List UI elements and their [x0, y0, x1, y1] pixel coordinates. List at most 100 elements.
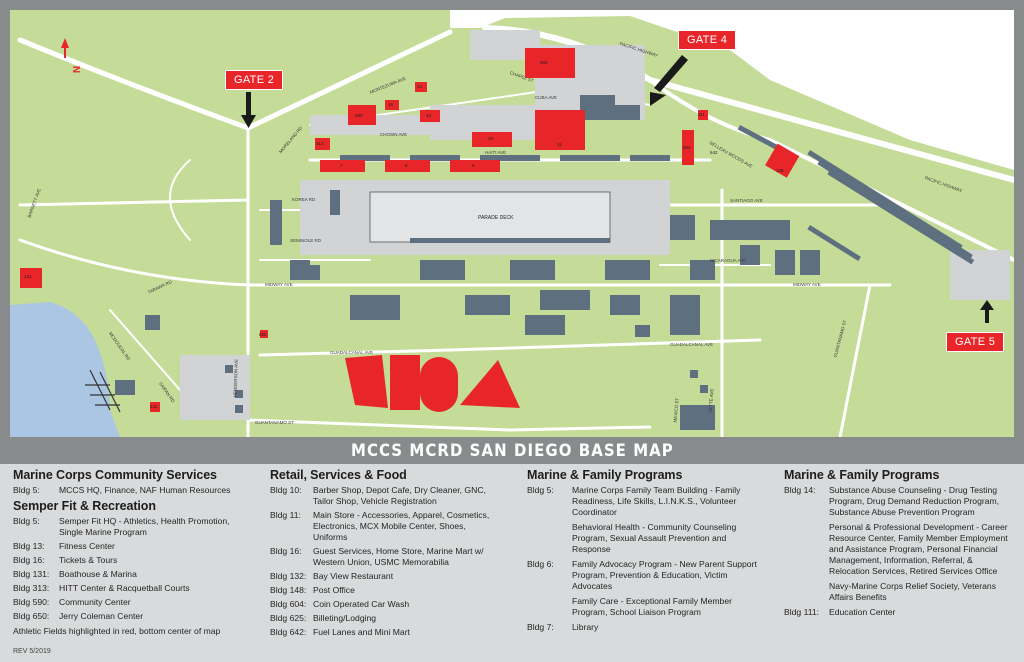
bldg-7: [320, 160, 365, 172]
bldg-desc: Navy-Marine Corps Relief Society, Vetera…: [829, 581, 997, 602]
bldg-desc: Tickets & Tours: [59, 555, 118, 565]
bldg-132: [150, 402, 160, 412]
section-heading-semper-fit: Semper Fit & Recreation: [13, 499, 156, 513]
legend-column-3: Marine & Family Programs Bldg 5:Marine C…: [527, 468, 757, 636]
parade-deck-label: PARADE DECK: [478, 215, 514, 221]
road-korea: KOREA RD: [292, 197, 316, 202]
north-arrow-graphic: [61, 38, 69, 58]
gate-arrows: [241, 55, 994, 323]
bldg-number: Bldg 11:: [270, 510, 301, 520]
legend-row: Bldg 313: HITT Center & Racquetball Court…: [13, 583, 253, 594]
bldg-label-131: 131: [24, 274, 32, 279]
bldg-desc: Barber Shop, Depot Cafe, Dry Cleaner, GN…: [313, 485, 486, 506]
bldg-desc: Education Center: [829, 607, 896, 617]
bldg-number: Bldg 16:: [270, 546, 302, 556]
road-cuba: CUBA AVE: [535, 95, 557, 100]
bldg-desc: HITT Center & Racquetball Courts: [59, 583, 190, 593]
legend-row: Bldg 132: Bay View Restaurant: [270, 571, 500, 582]
bldg-number: Bldg 625:: [270, 613, 307, 623]
section-heading-family-programs: Marine & Family Programs: [527, 468, 683, 482]
bldg-desc: Coin Operated Car Wash: [313, 599, 410, 609]
parade-deck: [369, 191, 611, 243]
bldg-number: Bldg 5:: [13, 516, 40, 526]
bldg-number: Bldg 14:: [784, 485, 816, 495]
road-seminole: SEMINOLE RD: [290, 238, 322, 243]
bldg-number: Bldg 604:: [270, 599, 307, 609]
road-guadalcanal: GUADALCANAL AVE: [330, 350, 374, 355]
bldg-number: Bldg 5:: [527, 485, 554, 495]
legend-row: Behavioral Health - Community Counseling…: [527, 522, 757, 555]
bldg-desc: Community Center: [59, 597, 131, 607]
road-guadalcanal-2: GUADALCANAL AVE: [670, 342, 714, 347]
bldg-label-590: 590: [355, 113, 363, 118]
legend-column-4: Marine & Family Programs Bldg 14:Substan…: [784, 468, 1012, 621]
bldg-131: [20, 268, 42, 288]
legend-row: Family Care - Exceptional Family Member …: [527, 596, 757, 618]
gate-4-label[interactable]: GATE 4: [678, 30, 737, 50]
bldg-number: Bldg 313:: [13, 583, 50, 593]
gate-2-label[interactable]: GATE 2: [225, 70, 284, 90]
legend-row: Bldg 11:Main Store - Accessories, Appare…: [270, 510, 500, 543]
bldg-604: [682, 130, 694, 165]
bldg-number: Bldg 13:: [13, 541, 45, 551]
legend-panel: Marine Corps Community Services Bldg 5:M…: [0, 464, 1024, 662]
legend-row: Bldg 5:Marine Corps Family Team Building…: [527, 485, 757, 518]
bldg-desc: Guest Services, Home Store, Marine Mart …: [313, 546, 484, 567]
legend-row: Bldg 16: Guest Services, Home Store, Mari…: [270, 546, 500, 568]
map-title-bar: MCCS MCRD SAN DIEGO BASE MAP: [0, 437, 1024, 464]
legend-row: Bldg 642:Fuel Lanes and Mini Mart: [270, 627, 500, 638]
bldg-111: [698, 110, 708, 120]
bldg-desc: Post Office: [313, 585, 355, 595]
bldg-650: [525, 48, 575, 78]
legend-row: Navy-Marine Corps Relief Society, Vetera…: [784, 581, 1012, 603]
athletic-field-4: [460, 360, 520, 408]
legend-row: Bldg 10: Barber Shop, Depot Cafe, Dry Cle…: [270, 485, 500, 507]
bldg-label-5: 5: [472, 163, 475, 168]
bldg-number: [784, 581, 829, 603]
bldg-label-148: 148: [776, 168, 784, 173]
road-midway: MIDWAY AVE: [265, 282, 293, 287]
bldg-desc: Library: [572, 622, 599, 632]
bldg-desc: MCCS HQ, Finance, NAF Human Resources: [59, 485, 231, 495]
road-nicaragua: NICARAGUA AVE: [710, 258, 747, 263]
bldg-5: [450, 160, 500, 172]
legend-row: Bldg 7: Library: [527, 622, 757, 633]
bldg-14: [415, 82, 427, 92]
revision-date: REV 5/2019: [13, 648, 51, 655]
bldg-desc: Bay View Restaurant: [313, 571, 394, 581]
base-map[interactable]: N GATE 2 GATE 4 GATE 5 PARADE DECK BARNE…: [10, 10, 1014, 437]
road-midway-2: MIDWAY AVE: [793, 282, 821, 287]
bldg-number: Bldg 111:: [784, 607, 820, 617]
marina-docks: [85, 369, 121, 413]
bldg-label-13: 13: [426, 113, 432, 118]
bldg-desc: Semper Fit HQ - Athletics, Health Promot…: [59, 516, 230, 537]
legend-row: Bldg 131:Boathouse & Marina: [13, 569, 253, 580]
bldg-label-132: 132: [150, 404, 158, 409]
athletic-field-1: [345, 355, 388, 408]
legend-row: Bldg 6:Family Advocacy Program - New Par…: [527, 559, 757, 592]
gate-5-label[interactable]: GATE 5: [946, 332, 1005, 352]
bldg-6: [385, 160, 430, 172]
road-haiti: HAITI AVE: [485, 150, 507, 155]
bldg-number: Bldg 131:: [13, 569, 50, 579]
bldg-590: [348, 105, 376, 125]
bldg-number: Bldg 132:: [270, 571, 307, 581]
north-label: N: [70, 65, 82, 74]
road-santiago: SANTIAGO AVE: [730, 198, 763, 203]
legend-row: Bldg 650:Jerry Coleman Center: [13, 611, 253, 622]
bldg-10: [472, 132, 512, 147]
east-lot: [950, 250, 1010, 300]
bldg-desc: Fuel Lanes and Mini Mart: [313, 627, 410, 637]
legend-column-2: Retail, Services & Food Bldg 10:Barber S…: [270, 468, 500, 641]
paved-areas: [180, 30, 1010, 420]
bldg-desc: Family Care - Exceptional Family Member …: [572, 596, 732, 617]
bldg-number: [527, 522, 572, 555]
athletic-fields-note: Athletic Fields highlighted in red, bott…: [13, 626, 221, 636]
bldg-number: Bldg 10:: [270, 485, 302, 495]
bldg-number: Bldg 6:: [527, 559, 554, 569]
bldg-label-11: 11: [557, 142, 562, 147]
section-heading-family-programs-2: Marine & Family Programs: [784, 468, 940, 482]
bldg-number: Bldg 7:: [527, 622, 554, 632]
legend-row: Bldg 625:Billeting/Lodging: [270, 613, 500, 624]
bldg-148: [765, 143, 800, 178]
